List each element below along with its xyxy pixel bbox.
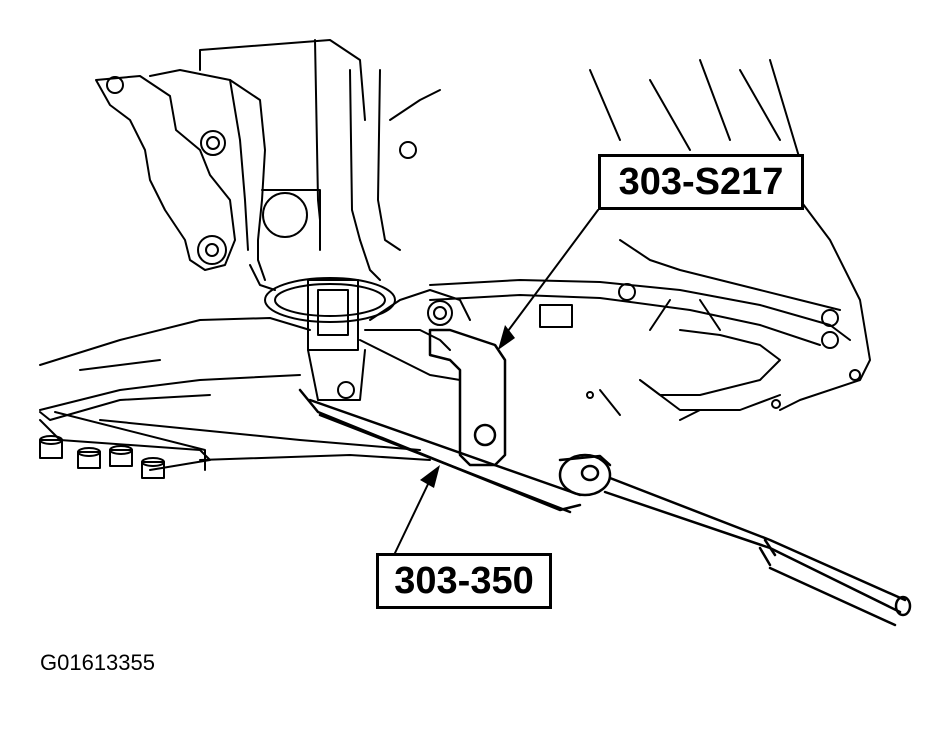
arrow-head-bottom bbox=[420, 465, 440, 488]
callout-label: 303-S217 bbox=[618, 160, 784, 203]
callout-label: 303-350 bbox=[394, 559, 534, 602]
arrow-head-top bbox=[498, 325, 515, 350]
tool-bracket bbox=[428, 328, 507, 467]
leader-arrows bbox=[394, 209, 599, 554]
transmission-case bbox=[429, 59, 871, 421]
tool-bar bbox=[298, 388, 912, 627]
figure-id-label: G01613355 bbox=[40, 650, 155, 675]
engine-housing bbox=[95, 39, 441, 291]
mount-assembly bbox=[264, 277, 471, 401]
subframe bbox=[39, 317, 431, 479]
callout-303-s217: 303-S217 bbox=[598, 154, 804, 210]
callout-303-350: 303-350 bbox=[376, 553, 552, 609]
